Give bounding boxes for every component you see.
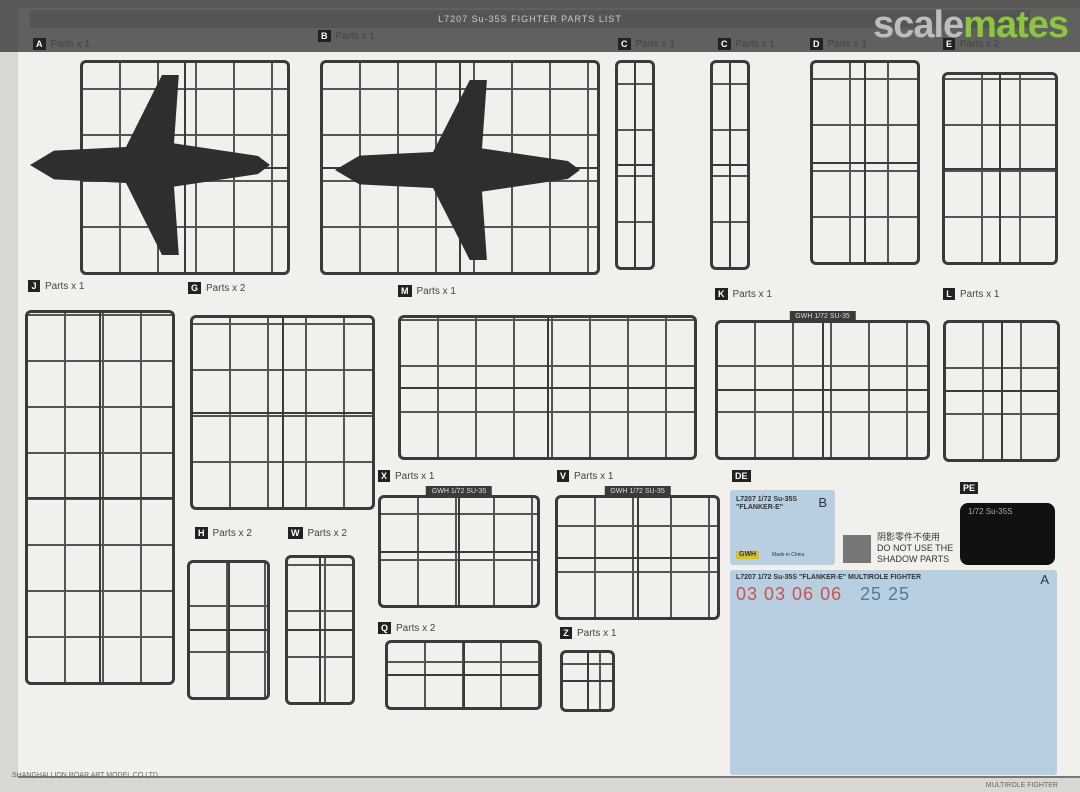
sprue-V: GWH 1/72 SU-35 xyxy=(555,486,720,620)
photo-etch-fret: 1/72 Su-35S xyxy=(960,503,1055,565)
sprue-C xyxy=(615,60,655,270)
sprue-tag: GWH 1/72 SU-35 xyxy=(604,486,671,497)
sprue-D xyxy=(810,60,920,265)
footer-right: MULTIROLE FIGHTER xyxy=(985,782,1058,789)
label-PE: PE xyxy=(960,482,979,494)
sprue-J xyxy=(25,310,175,685)
sprue-E xyxy=(942,72,1058,265)
label-DE: DE xyxy=(732,470,751,482)
decal-numbers-red: 03 03 06 06 xyxy=(736,584,843,604)
sprue-tag: GWH 1/72 SU-35 xyxy=(425,486,493,497)
sprue-Q xyxy=(385,640,542,710)
sprue-L xyxy=(943,320,1060,462)
company-footer: SHANGHAI LION ROAR ART MODEL CO LTD xyxy=(12,772,158,779)
sprue-X: GWH 1/72 SU-35 xyxy=(378,486,540,608)
sheet-title: L7207 Su-35S FIGHTER PARTS LIST xyxy=(30,10,1030,28)
decal-numbers-blue: 25 25 xyxy=(860,584,911,604)
sprue-W xyxy=(285,555,355,705)
sprue-K: GWH 1/72 SU-35 xyxy=(715,311,930,460)
sprue-Z xyxy=(560,650,615,712)
sprue-H xyxy=(187,560,270,700)
sprue-tag: GWH 1/72 SU-35 xyxy=(789,311,856,322)
sprue-M xyxy=(398,315,697,460)
decal-sheet-a: L7207 1/72 Su-35S "FLANKER-E" MULTIROLE … xyxy=(730,570,1057,775)
sprue-C xyxy=(710,60,750,270)
decal-sheet-b: L7207 1/72 Su-35S "FLANKER-E" B GWH Made… xyxy=(730,490,835,565)
sprue-G xyxy=(190,315,375,510)
